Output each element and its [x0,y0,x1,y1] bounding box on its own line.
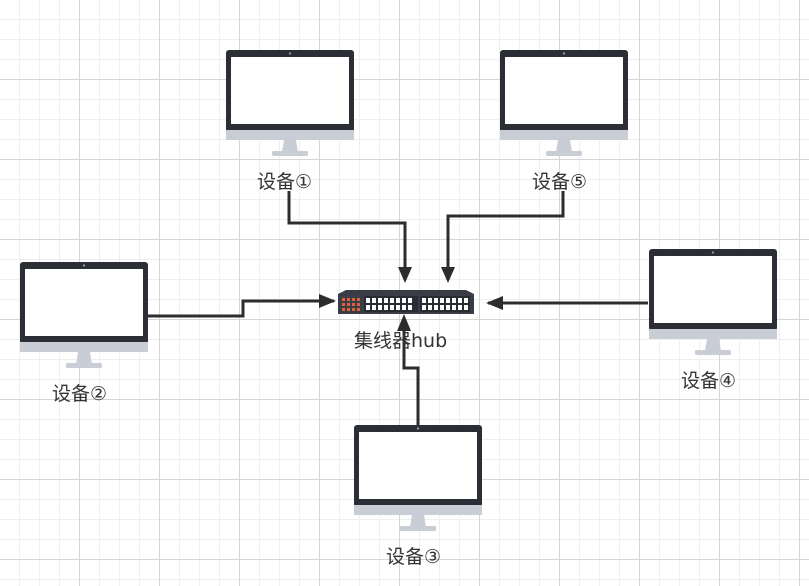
connector-device3 [402,318,420,426]
monitor-icon-device5 [500,50,628,156]
arrowhead-up-device3 [397,314,411,331]
monitor-icon-device3 [354,425,482,531]
hub-label: 集线器hub [354,330,448,352]
connector-device1 [287,191,407,280]
hub-led-panel-icon [342,298,360,311]
device1-label: 设备① [257,171,313,193]
device3-label: 设备③ [386,546,442,568]
arrowheads [319,267,503,331]
arrowhead-right-device2 [319,294,336,308]
device2-label: 设备② [52,383,108,405]
hub-ports-icon [366,298,468,310]
connector-lines [148,191,648,426]
device5-label: 设备⑤ [532,171,588,193]
monitor-icon-device1 [226,50,354,156]
monitor-icon-device2 [20,262,148,368]
arrowhead-down-device5 [441,267,455,283]
connector-device5 [446,191,565,280]
hub-icon [338,290,474,314]
monitor-icon-device4 [649,249,777,355]
arrowhead-down-device1 [398,267,412,283]
device4-label: 设备④ [681,370,737,392]
connector-device2 [148,299,334,318]
arrowhead-left-device4 [486,296,503,310]
